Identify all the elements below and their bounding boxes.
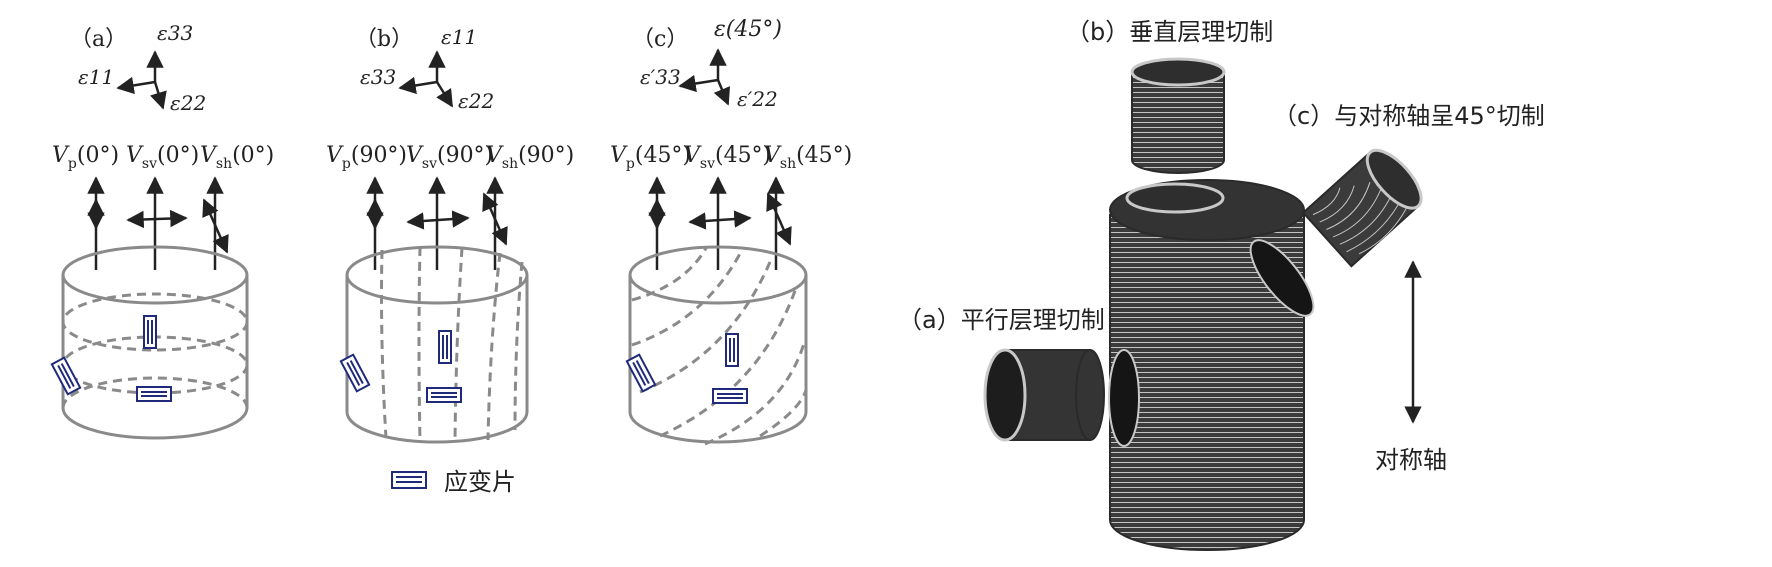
svg-text:Vp(90°): Vp(90°) [326, 143, 407, 172]
vsh-angle: (0°) [232, 143, 274, 168]
wave-arrows [366, 176, 508, 270]
axis-label-up: ε11 [441, 25, 477, 49]
strain-axes: ε(45°) ε′33 ε′22 [640, 17, 782, 111]
axis-label-left: ε′33 [640, 65, 681, 89]
svg-text:Vsh(0°): Vsh(0°) [200, 143, 274, 172]
parallel-core [983, 348, 1105, 442]
wave-arrows [87, 176, 229, 270]
vp-angle: (45°) [635, 143, 691, 168]
velocity-labels: Vp(90°) Vsv(90°) Vsh(90°) [326, 143, 574, 172]
svg-text:Vsv(45°): Vsv(45°) [684, 143, 771, 172]
svg-text:Vsv(90°): Vsv(90°) [406, 143, 493, 172]
vsv-angle: (90°) [437, 143, 493, 168]
svg-text:Vsv(0°): Vsv(0°) [126, 143, 199, 172]
vsh-angle: (45°) [796, 143, 852, 168]
strain-gauge-icon [391, 471, 427, 489]
legend: 应变片 [391, 468, 516, 496]
axis-label-diag: ε22 [170, 91, 206, 115]
panel-b: （b） ε11 ε33 ε22 Vp(90°) Vsv(90°) Vsh(90°… [326, 25, 574, 444]
main-core [1108, 179, 1315, 551]
panel-label: （a） [70, 27, 127, 52]
svg-text:Vp(45°): Vp(45°) [610, 143, 691, 172]
axis-label-diag: ε22 [458, 89, 494, 113]
axis-label-left: ε11 [78, 65, 114, 89]
panel-label: （c） [632, 27, 688, 52]
vsh-angle: (90°) [518, 143, 574, 168]
perpendicular-core [1130, 57, 1226, 174]
strain-gauges [50, 315, 172, 402]
svg-text:Vsh(45°): Vsh(45°) [764, 143, 852, 172]
vsv-angle: (0°) [157, 143, 199, 168]
velocity-labels: Vp(0°) Vsv(0°) Vsh(0°) [52, 143, 274, 172]
panel-c: （c） ε(45°) ε′33 ε′22 Vp(45°) Vsv(45°) Vs… [610, 17, 852, 446]
axis-label-up: ε33 [157, 21, 193, 45]
wave-arrows [648, 176, 792, 270]
axis-label-up: ε(45°) [714, 17, 782, 42]
vp-angle: (90°) [351, 143, 407, 168]
svg-text:Vsh(90°): Vsh(90°) [486, 143, 574, 172]
symmetry-axis-label: 对称轴 [1375, 446, 1447, 474]
core-illustration [983, 57, 1423, 551]
svg-text:Vp(0°): Vp(0°) [52, 143, 119, 172]
strain-gauges [339, 330, 462, 403]
strain-axes: ε33 ε11 ε22 [78, 21, 206, 115]
cylinder [628, 245, 808, 446]
strain-gauges [625, 333, 748, 404]
vp-angle: (0°) [77, 143, 119, 168]
parallel-cut-label: （a）平行层理切制 [898, 306, 1105, 334]
perpendicular-cut-label: （b）垂直层理切制 [1066, 18, 1273, 46]
panel-a: （a） ε33 ε11 ε22 Vp(0°) Vsv(0°) Vsh(0°) [50, 21, 274, 440]
velocity-labels: Vp(45°) Vsv(45°) Vsh(45°) [610, 143, 852, 172]
axis-label-diag: ε′22 [737, 87, 778, 111]
cylinder [345, 245, 529, 444]
axis-label-left: ε33 [360, 65, 396, 89]
strain-axes: ε11 ε33 ε22 [360, 25, 494, 113]
angle45-cut-label: （c）与对称轴呈45°切制 [1273, 102, 1545, 130]
panel-label: （b） [355, 27, 413, 52]
angle45-core [1301, 148, 1423, 268]
legend-label: 应变片 [444, 468, 516, 496]
vsv-angle: (45°) [715, 143, 771, 168]
